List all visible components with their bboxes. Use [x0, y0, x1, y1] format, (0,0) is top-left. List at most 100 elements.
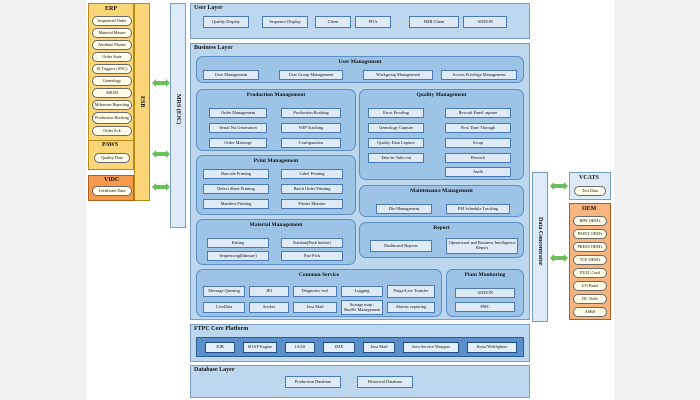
- oem-item: PRESS OEM's: [573, 242, 607, 252]
- quality-management-item: Error Proofing: [368, 108, 424, 118]
- erp-item: Order Ack: [92, 126, 132, 136]
- quality-management-title: Quality Management: [416, 92, 467, 98]
- ftpc-title: FTPC Core Platform: [194, 326, 249, 332]
- plant-monitoring-item: ANDON: [455, 288, 515, 298]
- quality-management-item: First Time Through: [445, 123, 511, 133]
- common-service-item: Socket: [249, 302, 289, 313]
- common-service-group: Common Service Message Queuing JEI Diagn…: [196, 269, 442, 317]
- database-item: Historical Database: [357, 376, 413, 388]
- common-service-item: Purge/Live Transfer: [387, 285, 435, 298]
- user-management-item: Workgroup Management: [363, 70, 433, 80]
- user-layer-item: Quality Display: [203, 16, 249, 28]
- paws-system: PAWS Quality Data: [88, 140, 134, 170]
- quality-management-item: Genealogy Capture: [368, 123, 424, 133]
- quality-management-item: Audit: [445, 167, 511, 177]
- ftpc-item: Jboss/WebSphere: [467, 342, 517, 353]
- production-management-group: Production Management Order Management P…: [196, 89, 356, 151]
- report-title: Report: [433, 225, 450, 231]
- report-item: Dashboard Reports: [370, 240, 432, 252]
- vcats-arrow-icon: [550, 182, 568, 190]
- plant-monitoring-group: Plant Monitoring ANDON PMC: [446, 269, 524, 317]
- common-service-item: Message Queuing: [203, 286, 245, 297]
- production-management-item: Production Booking: [281, 108, 341, 118]
- business-layer-title: Business Layer: [194, 45, 233, 51]
- production-management-item: Configuration: [281, 138, 341, 148]
- mrs-label: MRS (EJC): [175, 94, 181, 125]
- user-management-title: User Management: [338, 59, 382, 65]
- erp-item: Milestone Reporting: [92, 100, 132, 110]
- user-layer-item: ANDON: [463, 16, 507, 28]
- erp-item: IS Triggers (SNC): [92, 64, 132, 74]
- mrs-bus: MRS (EJC): [170, 3, 186, 228]
- quality-management-item: Quality Data Capture: [368, 138, 424, 148]
- vidc-system: VIDC Certificate Data: [88, 175, 134, 201]
- user-layer-item: PDA: [355, 16, 391, 28]
- vidc-item: Certificate Data: [92, 186, 132, 196]
- ftpc-item: SOAP Engine: [243, 342, 277, 353]
- erp-title: ERP: [105, 6, 117, 12]
- maintenance-management-item: PM Schedule Tracking: [446, 204, 510, 214]
- user-management-item: User Management: [203, 70, 259, 80]
- oem-system: OEM BIW OEM's PAINT OEM's PRESS OEM's TC…: [569, 203, 611, 320]
- material-management-item: Sequencing(Inhouse): [207, 251, 269, 261]
- erp-system: ERP Sequenced Order Material Master Attr…: [88, 3, 134, 148]
- print-management-item: Batch Order Printing: [281, 184, 343, 194]
- erp-item: Order State: [92, 52, 132, 62]
- oem-item: I/O Panel: [573, 281, 607, 291]
- vidc-title: VIDC: [104, 177, 120, 183]
- erp-item: Production Booking: [92, 112, 132, 124]
- user-management-group: User Management User Management User Gro…: [196, 56, 524, 83]
- user-layer-item: Client: [315, 16, 351, 28]
- erp-item: SBOM: [92, 88, 132, 98]
- material-management-item: Kanban(Push button): [281, 238, 343, 248]
- production-management-item: Order Management: [209, 108, 267, 118]
- report-group: Report Dashboard Reports Operational and…: [359, 222, 524, 258]
- plant-monitoring-item: PMC: [455, 302, 515, 312]
- quality-management-item: Rework: [445, 153, 511, 163]
- production-management-item: WIP Tracking: [281, 123, 341, 133]
- print-management-group: Print Management Barcode Printing Label …: [196, 155, 356, 215]
- print-management-item: Printer Monitor: [281, 199, 343, 209]
- vcats-system: VCATS Test Data: [569, 172, 611, 200]
- oem-item: BIW OEM's: [573, 216, 607, 226]
- paws-title: PAWS: [102, 142, 119, 148]
- database-layer-title: Database Layer: [194, 367, 235, 373]
- data-concentrator-bus: Data Concentrator: [532, 172, 548, 322]
- common-service-item: Java Mail: [293, 302, 337, 313]
- user-layer-item: Sequence Display: [262, 16, 308, 28]
- oem-item: PAINT OEM's: [573, 229, 607, 239]
- ftpc-bar: EJB SOAP Engine JAAS JMX Java Mail Java …: [196, 337, 524, 357]
- oem-item: TCF OEM's: [573, 255, 607, 265]
- ftpc-item: JAAS: [285, 342, 315, 353]
- vidc-arrow-icon: [152, 183, 170, 191]
- plant-monitoring-title: Plant Monitoring: [464, 272, 506, 278]
- common-service-item: Logging: [341, 286, 383, 297]
- production-management-item: Serial No.Generation: [209, 123, 267, 133]
- common-service-item: Diagnostic tool: [293, 286, 337, 297]
- ftpc-item: EJB: [205, 342, 235, 353]
- maintenance-management-title: Maintenance Management: [410, 188, 473, 194]
- print-management-item: Barcode Printing: [203, 169, 269, 179]
- ftpc-item: JMX: [323, 342, 355, 353]
- quality-management-group: Quality Management Error Proofing Rework…: [359, 89, 524, 180]
- database-item: Production Database: [285, 376, 341, 388]
- material-management-item: Kitting: [207, 238, 269, 248]
- database-layer: Database Layer Production Database Histo…: [190, 365, 530, 398]
- quality-management-item: Take-in-Take out: [368, 153, 424, 163]
- user-layer-title: User Layer: [194, 5, 223, 11]
- production-management-item: Order Marriage: [209, 138, 267, 148]
- print-management-title: Print Management: [253, 158, 299, 164]
- ftpc-item: Java Mail: [363, 342, 395, 353]
- material-management-item: Part Pick: [281, 251, 343, 261]
- print-management-item: Defect Sheet Printing: [203, 184, 269, 194]
- common-service-item: JEI: [249, 286, 289, 297]
- oem-item: DC Tools: [573, 294, 607, 304]
- maintenance-management-item: Die Management: [376, 204, 432, 214]
- quality-management-item: Scrap: [445, 138, 511, 148]
- user-layer-item: HMI Client: [409, 16, 459, 28]
- vcats-title: VCATS: [579, 175, 599, 181]
- erp-item: Sequenced Order: [92, 16, 132, 26]
- oem-title: OEM: [582, 206, 597, 212]
- user-management-item: Access Privilege Management: [441, 70, 517, 80]
- print-management-item: Label Printing: [281, 169, 343, 179]
